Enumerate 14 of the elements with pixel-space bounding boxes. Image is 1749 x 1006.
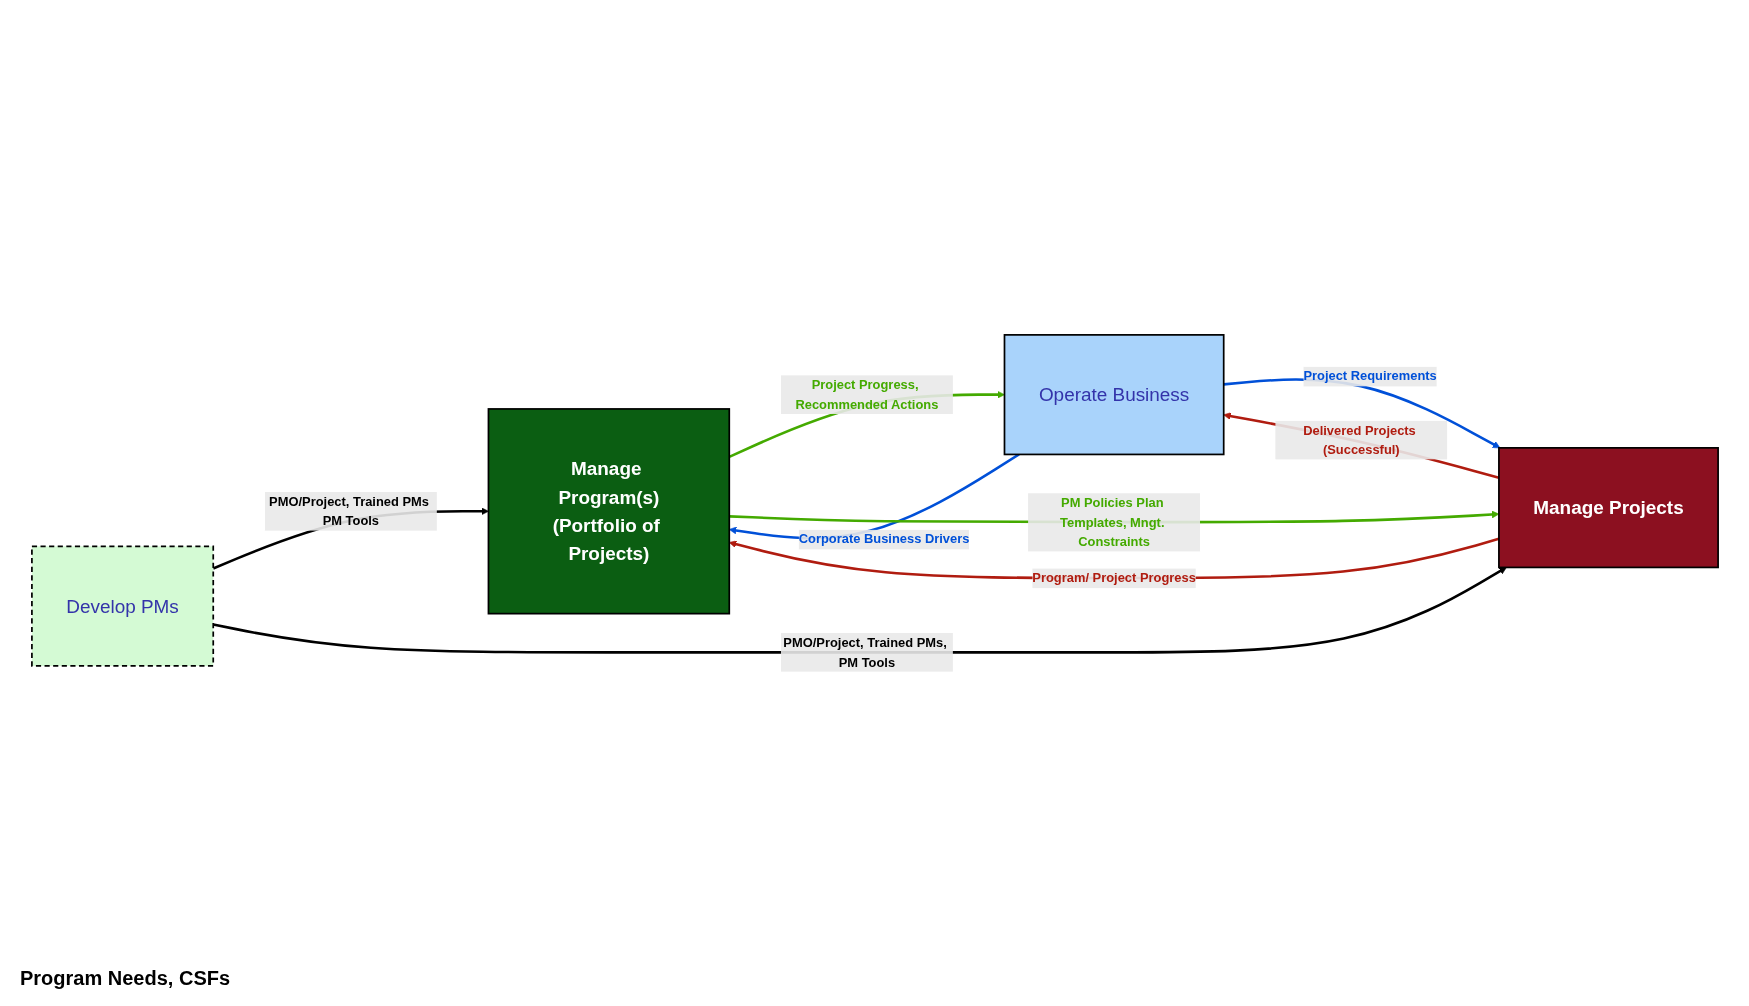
note-text: Program Needs, CSFs: [20, 967, 231, 990]
edge-label: Project Progress, Recommended Actions: [794, 376, 938, 411]
node-box: Manage Program(s) (Portfolio of Projects): [487, 407, 730, 615]
edge-label: PMO/Project, Trained PMs, PM Tools: [782, 634, 947, 669]
edge-label: Project Requirements: [1302, 368, 1437, 383]
node-box: Manage Projects: [1497, 446, 1719, 568]
edge-label: PMO/Project, Trained PMs PM Tools: [268, 493, 429, 528]
edge-label: Program/ Project Progress: [1031, 569, 1196, 585]
edge-label: PM Policies Plan Templates, Mngt. Constraints: [1059, 494, 1164, 548]
edge-label: Delivered Projects (Successful): [1302, 422, 1416, 457]
node-box: Operate Business: [1003, 333, 1225, 455]
node-box: Develop PMs: [30, 545, 214, 667]
edge-label: Corporate Business Drivers: [798, 531, 969, 546]
arrow: [212, 566, 1507, 654]
